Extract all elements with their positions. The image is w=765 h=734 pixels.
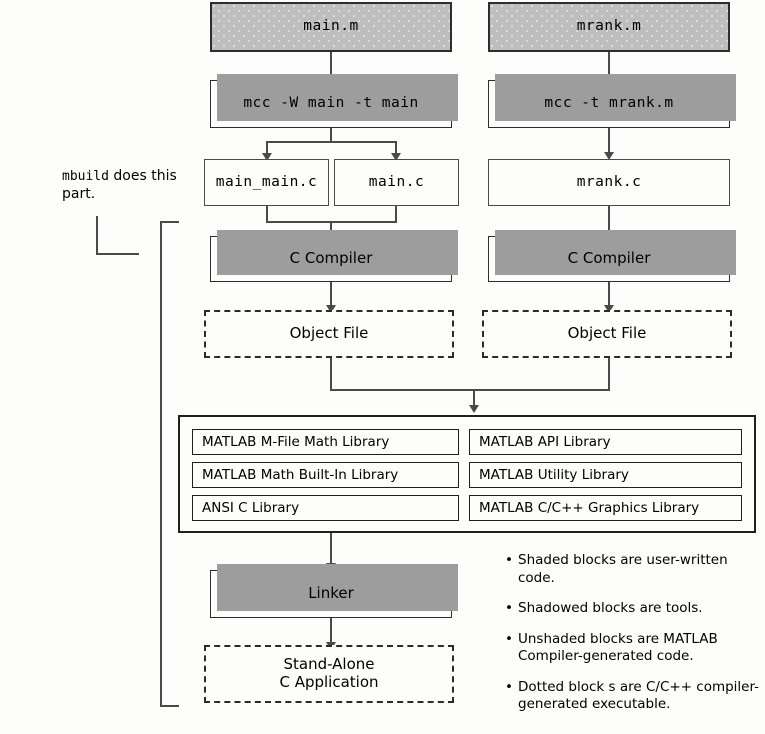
- legend-item: • Shadowed blocks are tools.: [505, 600, 760, 618]
- bullet-icon: •: [505, 678, 513, 695]
- legend-text: Unshaded blocks are MATLAB Compiler-gene…: [518, 630, 718, 665]
- block-mcc-mrank: mcc -t mrank.m: [488, 74, 736, 128]
- arrowhead: [391, 153, 401, 161]
- library-label: MATLAB Math Built-In Library: [202, 467, 399, 483]
- library-item-graphics: MATLAB C/C++ Graphics Library: [469, 495, 742, 521]
- block-label: C Compiler: [289, 249, 373, 268]
- arrowhead: [604, 152, 614, 160]
- mbuild-annotation: mbuild does this part.: [62, 168, 182, 203]
- library-item-utility: MATLAB Utility Library: [469, 462, 742, 488]
- block-label: Object File: [289, 324, 369, 343]
- library-label: MATLAB C/C++ Graphics Library: [479, 500, 700, 516]
- block-label-line2: C Application: [279, 673, 379, 691]
- connector-object-merge-bar: [330, 389, 610, 391]
- library-item-math-builtin: MATLAB Math Built-In Library: [192, 462, 459, 488]
- connector-merge-down: [330, 221, 332, 234]
- block-c-compiler-right: C Compiler: [488, 230, 736, 282]
- block-main-main-c: main_main.c: [204, 159, 329, 206]
- block-linker: Linker: [210, 564, 458, 618]
- block-object-file-right: Object File: [482, 310, 732, 358]
- legend-item: • Unshaded blocks are MATLAB Compiler-ge…: [505, 631, 760, 666]
- arrowhead: [469, 405, 479, 413]
- block-c-compiler-left: C Compiler: [210, 230, 458, 282]
- block-label: mrank.c: [576, 173, 642, 190]
- block-mrank-c: mrank.c: [488, 159, 730, 206]
- block-object-file-left: Object File: [204, 310, 454, 358]
- legend: • Shaded blocks are user-written code. •…: [505, 552, 760, 727]
- library-item-ansi-c: ANSI C Library: [192, 495, 459, 521]
- library-item-m-file-math: MATLAB M-File Math Library: [192, 429, 459, 455]
- block-label: main.m: [303, 18, 359, 35]
- legend-item: • Dotted block s are C/C++ compiler-gene…: [505, 679, 760, 714]
- block-label: main.c: [368, 173, 425, 190]
- block-mcc-main: mcc -W main -t main: [210, 74, 458, 128]
- arrowhead: [604, 305, 614, 313]
- connector-object-left-down: [330, 358, 332, 391]
- library-label: MATLAB Utility Library: [479, 467, 629, 483]
- connector-mrank-c-to-compiler: [608, 206, 610, 234]
- connector-compiler-to-object-right: [608, 282, 610, 308]
- block-source-mrank-m: mrank.m: [488, 2, 730, 52]
- arrowhead: [262, 153, 272, 161]
- connector-mcc-to-mrank-c: [608, 128, 610, 156]
- connector-merge-right: [395, 206, 397, 223]
- connector-merge-left: [266, 206, 268, 223]
- block-label: mrank.m: [576, 18, 642, 35]
- connector-object-right-down: [608, 358, 610, 391]
- connector-mcc-down: [330, 128, 332, 142]
- connector-compiler-to-object-left: [330, 282, 332, 308]
- connector-split-left: [266, 141, 268, 157]
- legend-text: Shaded blocks are user-written code.: [518, 552, 728, 586]
- mbuild-rest: does this part.: [62, 168, 177, 202]
- connector-lib-to-linker: [330, 533, 332, 567]
- block-label: mcc -t mrank.m: [544, 95, 674, 112]
- leader-line-vertical: [96, 216, 99, 255]
- block-label-line1: Stand-Alone: [283, 655, 375, 674]
- arrowhead: [326, 305, 336, 313]
- connector-main-m-to-mcc: [330, 52, 332, 77]
- block-label: Object File: [567, 324, 647, 343]
- block-label: C Compiler: [567, 249, 651, 268]
- legend-text: Dotted block s are C/C++ compiler-genera…: [518, 678, 760, 713]
- library-label: MATLAB M-File Math Library: [202, 434, 390, 450]
- connector-linker-to-application: [330, 618, 332, 646]
- leader-line-horizontal: [96, 253, 139, 256]
- block-stand-alone-application: Stand-Alone C Application: [204, 645, 454, 703]
- block-main-c: main.c: [334, 159, 459, 206]
- block-source-main-m: main.m: [210, 2, 452, 52]
- connector-split-right: [395, 141, 397, 157]
- library-container: MATLAB M-File Math Library MATLAB Math B…: [178, 410, 761, 533]
- bullet-icon: •: [505, 552, 513, 568]
- connector-split-bar: [266, 141, 396, 143]
- library-label: MATLAB API Library: [479, 434, 611, 450]
- bullet-icon: •: [505, 600, 513, 617]
- connector-object-merge-down: [473, 389, 475, 409]
- block-label: mcc -W main -t main: [243, 95, 419, 112]
- mbuild-scope-bracket: [160, 221, 179, 707]
- legend-item: • Shaded blocks are user-written code.: [505, 552, 760, 587]
- connector-mrank-m-to-mcc: [608, 52, 610, 77]
- legend-text: Shadowed blocks are tools.: [518, 600, 703, 617]
- bullet-icon: •: [505, 630, 513, 647]
- mbuild-keyword: mbuild: [62, 169, 109, 184]
- block-label: Linker: [308, 584, 354, 603]
- block-label: main_main.c: [215, 173, 318, 190]
- library-item-api: MATLAB API Library: [469, 429, 742, 455]
- library-label: ANSI C Library: [202, 500, 300, 516]
